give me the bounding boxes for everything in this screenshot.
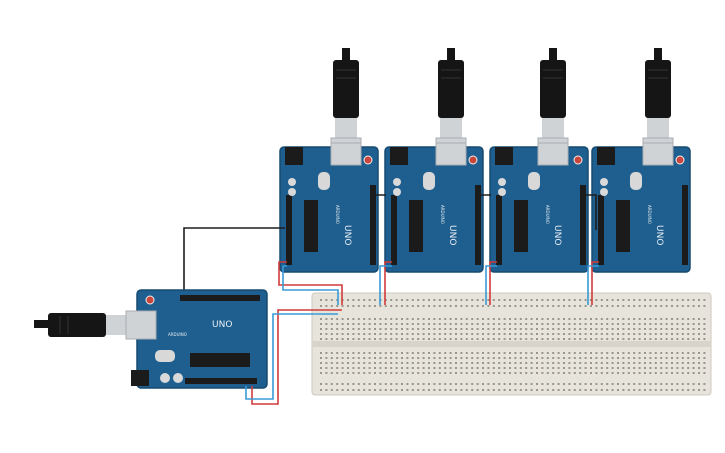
board-1-brand-label: ARDUINO	[335, 205, 340, 224]
usb-cable-master[interactable]	[34, 313, 126, 337]
board-3-model-label: UNO	[552, 225, 562, 245]
black-signal-wire[interactable]	[183, 227, 285, 300]
black-link-wire[interactable]	[376, 194, 597, 230]
board-3-brand-label: ARDUINO	[545, 205, 550, 224]
blue-wire-board-2[interactable]	[379, 265, 392, 305]
master-brand-label: ARDUINO	[168, 332, 187, 337]
red-wire-master[interactable]	[251, 309, 342, 405]
red-wire-board-1[interactable]	[278, 261, 343, 305]
master-model-label: UNO	[212, 320, 232, 330]
blue-wire-board-4[interactable]	[587, 265, 599, 305]
arduino-uno-master[interactable]: UNO ARDUINO	[125, 289, 268, 389]
breadboard[interactable]	[311, 292, 712, 396]
arduino-uno-1[interactable]: UNO ARDUINO	[279, 142, 379, 273]
board-2-brand-label: ARDUINO	[440, 205, 445, 224]
blue-wire-board-3[interactable]	[485, 265, 497, 305]
blue-wire-board-1[interactable]	[282, 265, 339, 305]
blue-wire-master[interactable]	[245, 313, 338, 400]
board-4-model-label: UNO	[654, 225, 664, 245]
breadboard-holes	[320, 299, 706, 391]
arduino-uno-2[interactable]: UNO ARDUINO	[384, 142, 484, 273]
board-2-model-label: UNO	[447, 225, 457, 245]
board-1-model-label: UNO	[342, 225, 352, 245]
board-4-brand-label: ARDUINO	[647, 205, 652, 224]
red-wire-board-3[interactable]	[489, 261, 497, 305]
arduino-uno-3[interactable]: UNO ARDUINO	[489, 142, 589, 273]
red-wire-board-2[interactable]	[384, 261, 392, 305]
arduino-uno-4[interactable]: UNO ARDUINO	[591, 142, 691, 273]
red-wire-board-4[interactable]	[591, 261, 599, 305]
